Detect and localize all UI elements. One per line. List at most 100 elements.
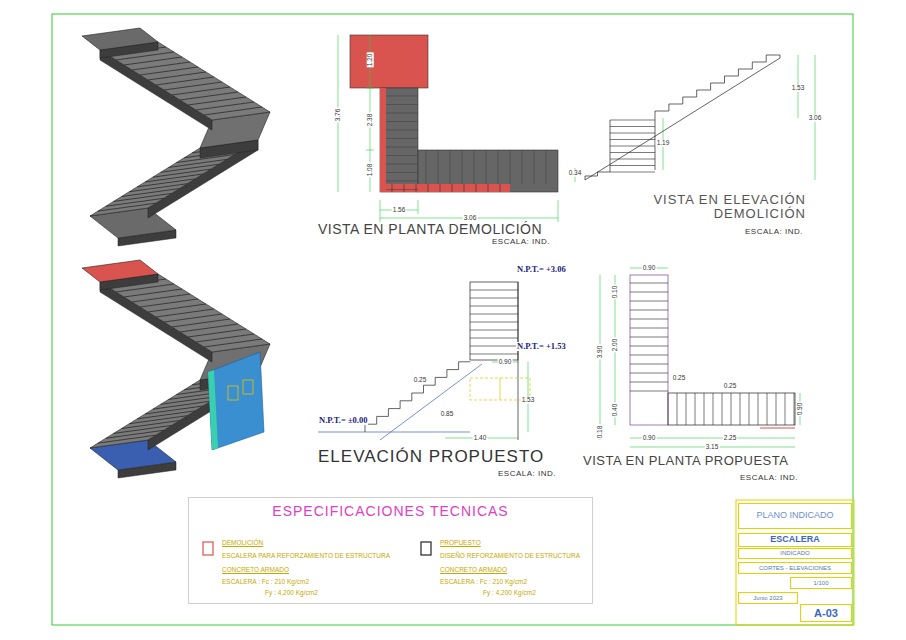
dimension-text: 0.18: [597, 425, 604, 440]
stair-part: [630, 319, 668, 320]
stair-part: [630, 355, 668, 356]
stair-part: [740, 393, 741, 425]
legend-sample: [421, 542, 431, 555]
step-edge: [98, 203, 156, 211]
stair-part: [704, 393, 705, 425]
dimension-text: 0.90: [498, 359, 513, 366]
step-edge: [124, 289, 182, 297]
wall-edge: [208, 370, 218, 450]
title-block-cell: INDICADO: [738, 548, 852, 559]
stair-part: [713, 393, 714, 425]
step-edge: [172, 319, 230, 327]
title-block-cell: PLANO INDICADO: [738, 503, 852, 529]
dimension-text: 0.25: [723, 383, 738, 390]
sheet-text: VISTA EN PLANTA DEMOLICIÓN: [318, 222, 542, 237]
stair-part: [630, 283, 668, 284]
plan-steps: [386, 96, 546, 192]
title-block-cell: CORTES - ELEVACIONES: [738, 562, 852, 574]
stair-part: [630, 310, 668, 311]
sheet-text: VISTA EN PLANTA PROPUESTA: [583, 454, 788, 468]
stair-part: [758, 393, 759, 425]
stair-part: [428, 184, 429, 192]
dimension-text: 3.90: [597, 345, 604, 360]
step-edge: [172, 87, 230, 95]
dimension-text: 1.20: [367, 53, 374, 68]
stair-part: [510, 150, 511, 184]
title-block-cell: A-03: [800, 604, 852, 622]
dimension-text: 2.25: [723, 435, 738, 442]
stair-part: [386, 164, 418, 165]
dimension-text: 0.40: [612, 403, 619, 418]
step-edge: [156, 309, 214, 317]
dimension-text: 3.06: [463, 215, 478, 222]
stair-part: [386, 130, 418, 131]
sheet-text: ELEVACIÓN PROPUESTO: [318, 448, 544, 467]
step-edge: [129, 184, 187, 192]
step-edge: [180, 324, 238, 332]
step-edge: [188, 97, 246, 105]
step-edge: [137, 179, 195, 187]
step-edge: [124, 57, 182, 65]
node-text: A-03: [814, 607, 838, 619]
stair-part: [776, 393, 777, 425]
title-block-cell: Junio 2023: [738, 592, 798, 604]
step-edge: [153, 169, 211, 177]
stair-part: [470, 306, 518, 307]
step-edge: [196, 334, 254, 342]
stair-part: [610, 159, 655, 160]
stair-part: [610, 165, 655, 166]
dimension-text: 2.00: [612, 338, 619, 353]
dimension-text: 1.56: [392, 207, 407, 214]
node-text: ESPECIFICACIONES TECNICAS: [272, 504, 508, 519]
stair-part: [610, 139, 655, 140]
step-edge: [145, 174, 203, 182]
stair-part: [610, 172, 655, 173]
stair-part: [386, 172, 418, 173]
dimension-text: 3.15: [705, 444, 720, 451]
dimension-text: 0.25: [413, 377, 428, 384]
elevation-demolition: [585, 55, 780, 180]
sheet-text: ESCALA: IND.: [745, 228, 803, 237]
stair-part: [450, 150, 451, 184]
node-text: CORTES - ELEVACIONES: [759, 565, 831, 572]
dimension-text: 0.10: [612, 285, 619, 300]
sheet-text: CONCRETO ARMADO: [222, 566, 289, 573]
level-mark: N.P.T.= +1.53: [516, 342, 567, 351]
stair-part: [630, 391, 668, 392]
stair-part: [426, 150, 427, 184]
stair-part: [630, 346, 668, 347]
stair-part: [386, 113, 418, 114]
step-edge: [140, 299, 198, 307]
step-edge: [153, 401, 211, 409]
stair-part: [470, 314, 518, 315]
title-block-cell: ESCALERA: [738, 533, 852, 547]
sheet-text: ESCALERA PARA REFORZAMIENTO DE ESTRUCTUR…: [222, 552, 390, 559]
window: [228, 386, 238, 400]
stair-part: [630, 301, 668, 302]
stair-part: [488, 184, 489, 192]
step-edge: [204, 339, 262, 347]
dimension-text: 0.90: [642, 265, 657, 272]
dimension-text: 0.90: [797, 402, 804, 417]
step-edge: [98, 435, 156, 443]
stair-flight: [90, 140, 258, 216]
dimension-text: 0.90: [642, 435, 657, 442]
stair-profile: [585, 172, 610, 180]
specifications-box: ESPECIFICACIONES TECNICAS: [188, 497, 593, 604]
stair-part: [749, 393, 750, 425]
stair-part: [630, 328, 668, 329]
step-edge: [188, 329, 246, 337]
stair-part: [630, 373, 668, 374]
stair-part: [470, 346, 518, 347]
node-text: INDICADO: [780, 550, 809, 557]
stair-part: [440, 184, 441, 192]
dimension-text: 0.85: [440, 411, 455, 418]
stair-profile: [365, 362, 470, 432]
stair-part: [404, 184, 405, 192]
stair-part: [452, 184, 453, 192]
stair-part: [470, 290, 518, 291]
step-edge: [169, 159, 227, 167]
stair-part: [610, 133, 655, 134]
stair-part: [470, 330, 518, 331]
stair-part: [386, 147, 418, 148]
